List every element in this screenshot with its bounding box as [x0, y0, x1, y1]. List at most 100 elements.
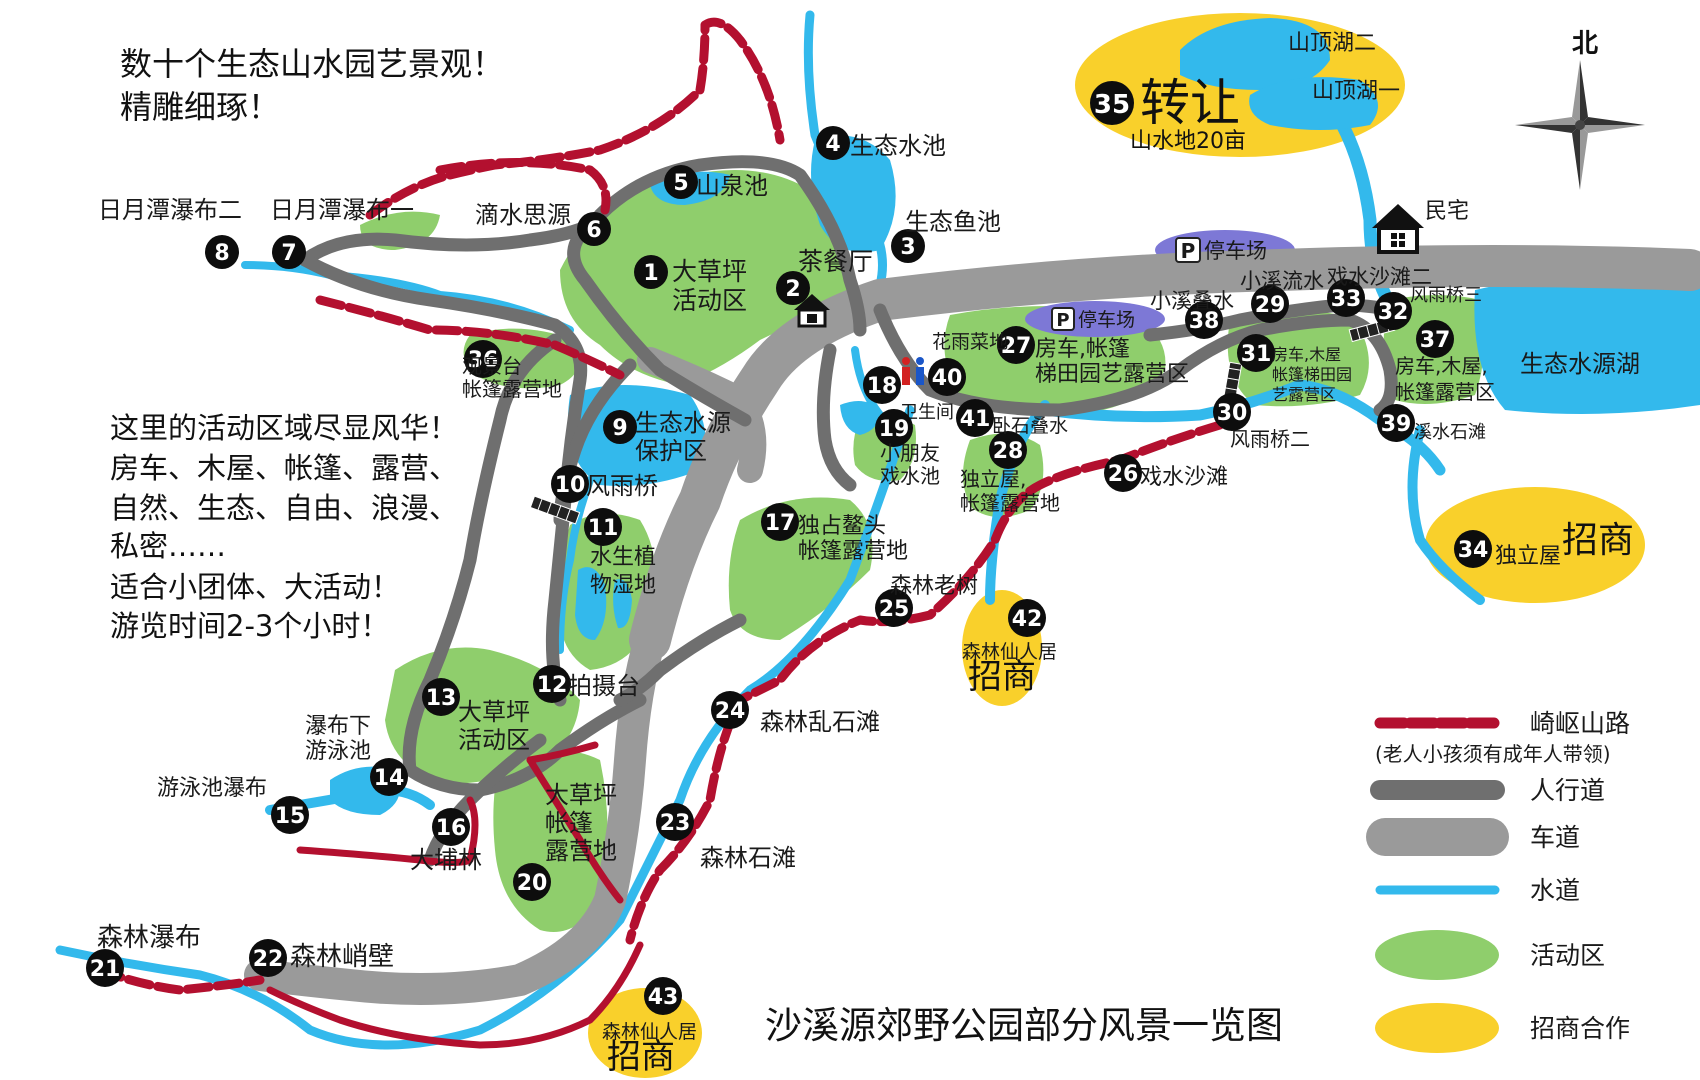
parking-sign-lower[interactable]: P 停车场 [1051, 307, 1135, 331]
spot-label: 森林乱石滩 [760, 708, 880, 736]
trail-solid-20b[interactable] [526, 741, 599, 764]
trail-north[interactable] [365, 17, 785, 220]
toilet-icon[interactable] [902, 357, 924, 385]
lake-summit-1[interactable] [1249, 77, 1378, 130]
walkway-36[interactable] [298, 253, 588, 707]
bridge-10[interactable] [529, 495, 581, 525]
spot-label: 露营地 [545, 837, 617, 865]
pond-wetland-11[interactable] [575, 567, 607, 640]
marker-number: 27 [1001, 334, 1032, 359]
pool-19[interactable] [840, 401, 880, 435]
zhaoshang-42: 招商 [968, 657, 1036, 697]
walkway-17[interactable] [613, 613, 747, 707]
main-road[interactable] [629, 245, 1700, 661]
house-icon-residence[interactable] [1372, 204, 1424, 254]
walkway-18[interactable] [816, 343, 857, 492]
trail-solid-16[interactable] [296, 796, 479, 866]
marker-circle [1377, 404, 1415, 442]
marker-circle [997, 326, 1035, 364]
road-branch-south[interactable] [244, 624, 666, 1005]
trail-solid-20[interactable] [526, 756, 624, 904]
house-icon-restaurant[interactable] [794, 294, 830, 328]
walkway-6-1[interactable] [567, 218, 752, 427]
spot-label: 帐篷露营区 [1395, 380, 1495, 404]
stream-east-left[interactable] [985, 400, 1050, 605]
spot-label: 艺露营区 [1272, 385, 1336, 404]
trail-solid-south[interactable] [266, 941, 644, 1049]
walkway-10-11[interactable] [553, 358, 637, 527]
spot-label: 森林仙人居 [962, 641, 1057, 663]
stream-south[interactable] [55, 405, 915, 1050]
marker-circle [956, 399, 994, 437]
legend-label: 人行道 [1530, 776, 1605, 805]
road-branch-9[interactable] [637, 347, 767, 483]
stream-east-right[interactable] [1407, 425, 1485, 605]
pond-wetland-11b[interactable] [613, 579, 632, 629]
spot-label: 卫生间 [900, 402, 954, 423]
trail-south[interactable] [625, 420, 1225, 945]
trail-36[interactable] [315, 295, 625, 380]
walkway-waterfall[interactable] [298, 218, 597, 267]
transfer-block[interactable]: 35 转让 山水地20亩 [1090, 74, 1246, 154]
spot-label: 森林仙人居 [602, 1021, 697, 1043]
marker-number: 20 [517, 871, 548, 896]
pond-protection-9[interactable] [568, 385, 706, 486]
lake-summit-2[interactable] [1180, 18, 1330, 90]
marker-circle [875, 409, 913, 447]
spot-label: 溪水石滩 [1414, 422, 1486, 443]
trail-waterfall-6[interactable] [435, 158, 611, 215]
legend-swatch [1375, 1003, 1499, 1053]
stream-9-11[interactable] [556, 476, 594, 654]
parking-sign-upper[interactable]: P 停车场 [1175, 237, 1267, 263]
walkway-north-loop[interactable] [593, 155, 867, 337]
spot-label: 戏水沙滩 [1140, 465, 1228, 490]
trail-forest[interactable] [95, 965, 265, 995]
lake-source[interactable] [1474, 274, 1700, 414]
house-label: 民宅 [1425, 199, 1469, 224]
activity-area-1[interactable] [560, 170, 860, 385]
partner-area-34[interactable] [1425, 487, 1645, 603]
